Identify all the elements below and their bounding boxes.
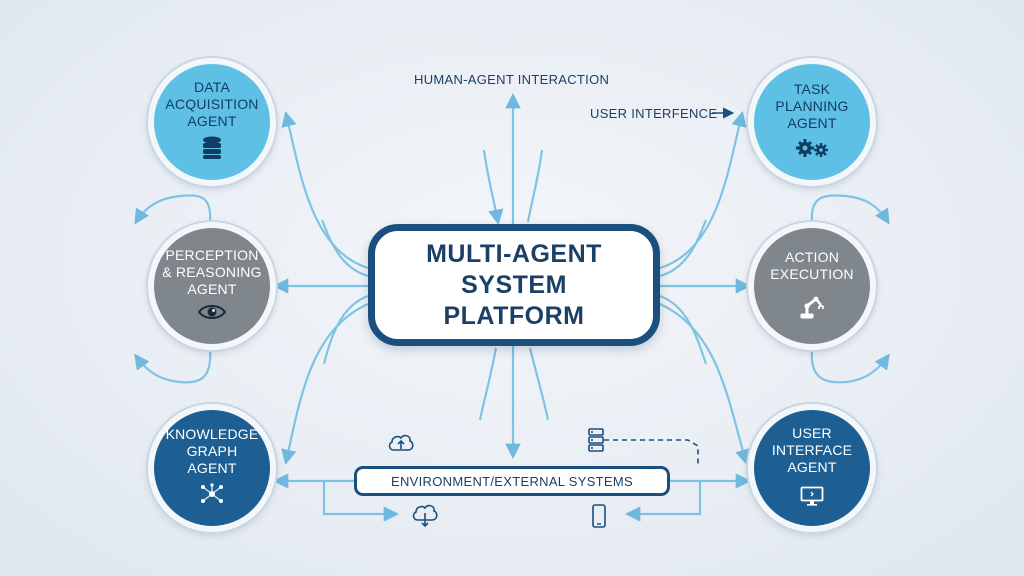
agent-label-line: PLANNING [775, 98, 849, 114]
agent-user-interface: USER INTERFACE AGENT [748, 404, 876, 532]
wire-top-in-left [482, 149, 504, 226]
environment-external-systems-box: ENVIRONMENT/EXTERNAL SYSTEMS [354, 466, 670, 496]
agent-label-line: EXECUTION [770, 265, 854, 282]
wire-to-user-interface [659, 302, 750, 465]
wire-top-in-right [526, 149, 544, 223]
wire-env-down-left [322, 481, 400, 522]
wire-left-mid2 [322, 294, 369, 365]
multi-agent-platform-box: MULTI-AGENT SYSTEM PLATFORM [368, 224, 660, 346]
wire-left-mid1 [320, 219, 369, 278]
wire-to-data-acquisition [281, 111, 369, 270]
platform-title-line-1: MULTI-AGENT [426, 239, 602, 268]
agent-label-line: AGENT [187, 460, 237, 476]
eye-icon [197, 304, 227, 325]
agent-label-line: USER [792, 425, 832, 441]
agent-data-acquisition: DATA ACQUISITION AGENT [148, 58, 276, 186]
loop-right-top [810, 194, 890, 225]
cloud-download-icon [410, 504, 440, 533]
agent-label-line: TASK [793, 81, 831, 97]
agent-label-line: AGENT [787, 115, 837, 131]
server-icon [588, 428, 604, 457]
agent-label-line: ACTION [784, 248, 840, 265]
loop-left-bottom [134, 349, 212, 384]
loop-left-top [134, 194, 212, 225]
agent-label-line: ACQUISITION [165, 96, 259, 112]
database-icon [201, 136, 223, 165]
agent-label-line: PERCEPTION [165, 247, 259, 263]
smartphone-icon [592, 504, 606, 533]
wire-env-down-right [624, 481, 702, 522]
wire-bottom-left [478, 347, 498, 421]
agent-label-line: DATA [193, 79, 231, 95]
agent-knowledge-graph: KNOWLEDGE GRAPH AGENT [148, 404, 276, 532]
agent-label-line: AGENT [187, 281, 237, 297]
platform-title-line-2: SYSTEM [461, 270, 567, 299]
agent-label-line: GRAPH [186, 443, 238, 459]
loop-right-bottom [810, 349, 890, 384]
agent-task-planning: TASK PLANNING AGENT [748, 58, 876, 186]
agent-perception-reasoning: PERCEPTION & REASONING AGENT [148, 222, 276, 350]
monitor-icon [800, 486, 824, 511]
wire-bottom-right [528, 347, 550, 421]
network-graph-icon [199, 483, 225, 510]
agent-action-execution: ACTION EXECUTION [748, 222, 876, 350]
agent-label-line: AGENT [787, 459, 837, 475]
cloud-upload-icon [386, 432, 416, 459]
wire-right-mid1 [659, 219, 708, 278]
agent-label-line: KNOWLEDGE [165, 426, 259, 442]
wire-to-task-planning [659, 111, 747, 270]
human-agent-interaction-label: HUMAN-AGENT INTERACTION [414, 72, 610, 87]
agent-label-line: AGENT [187, 113, 237, 129]
robot-arm-icon [798, 293, 826, 324]
user-interference-label: USER INTERFENCE [590, 106, 718, 121]
wire-to-knowledge [281, 302, 369, 466]
wire-right-mid2 [659, 294, 708, 365]
gears-icon [795, 138, 829, 163]
agent-label-line: INTERFACE [771, 442, 853, 458]
platform-title-line-3: PLATFORM [443, 301, 585, 330]
agent-label-line: & REASONING [162, 264, 262, 280]
server-dashed-link [604, 439, 699, 464]
